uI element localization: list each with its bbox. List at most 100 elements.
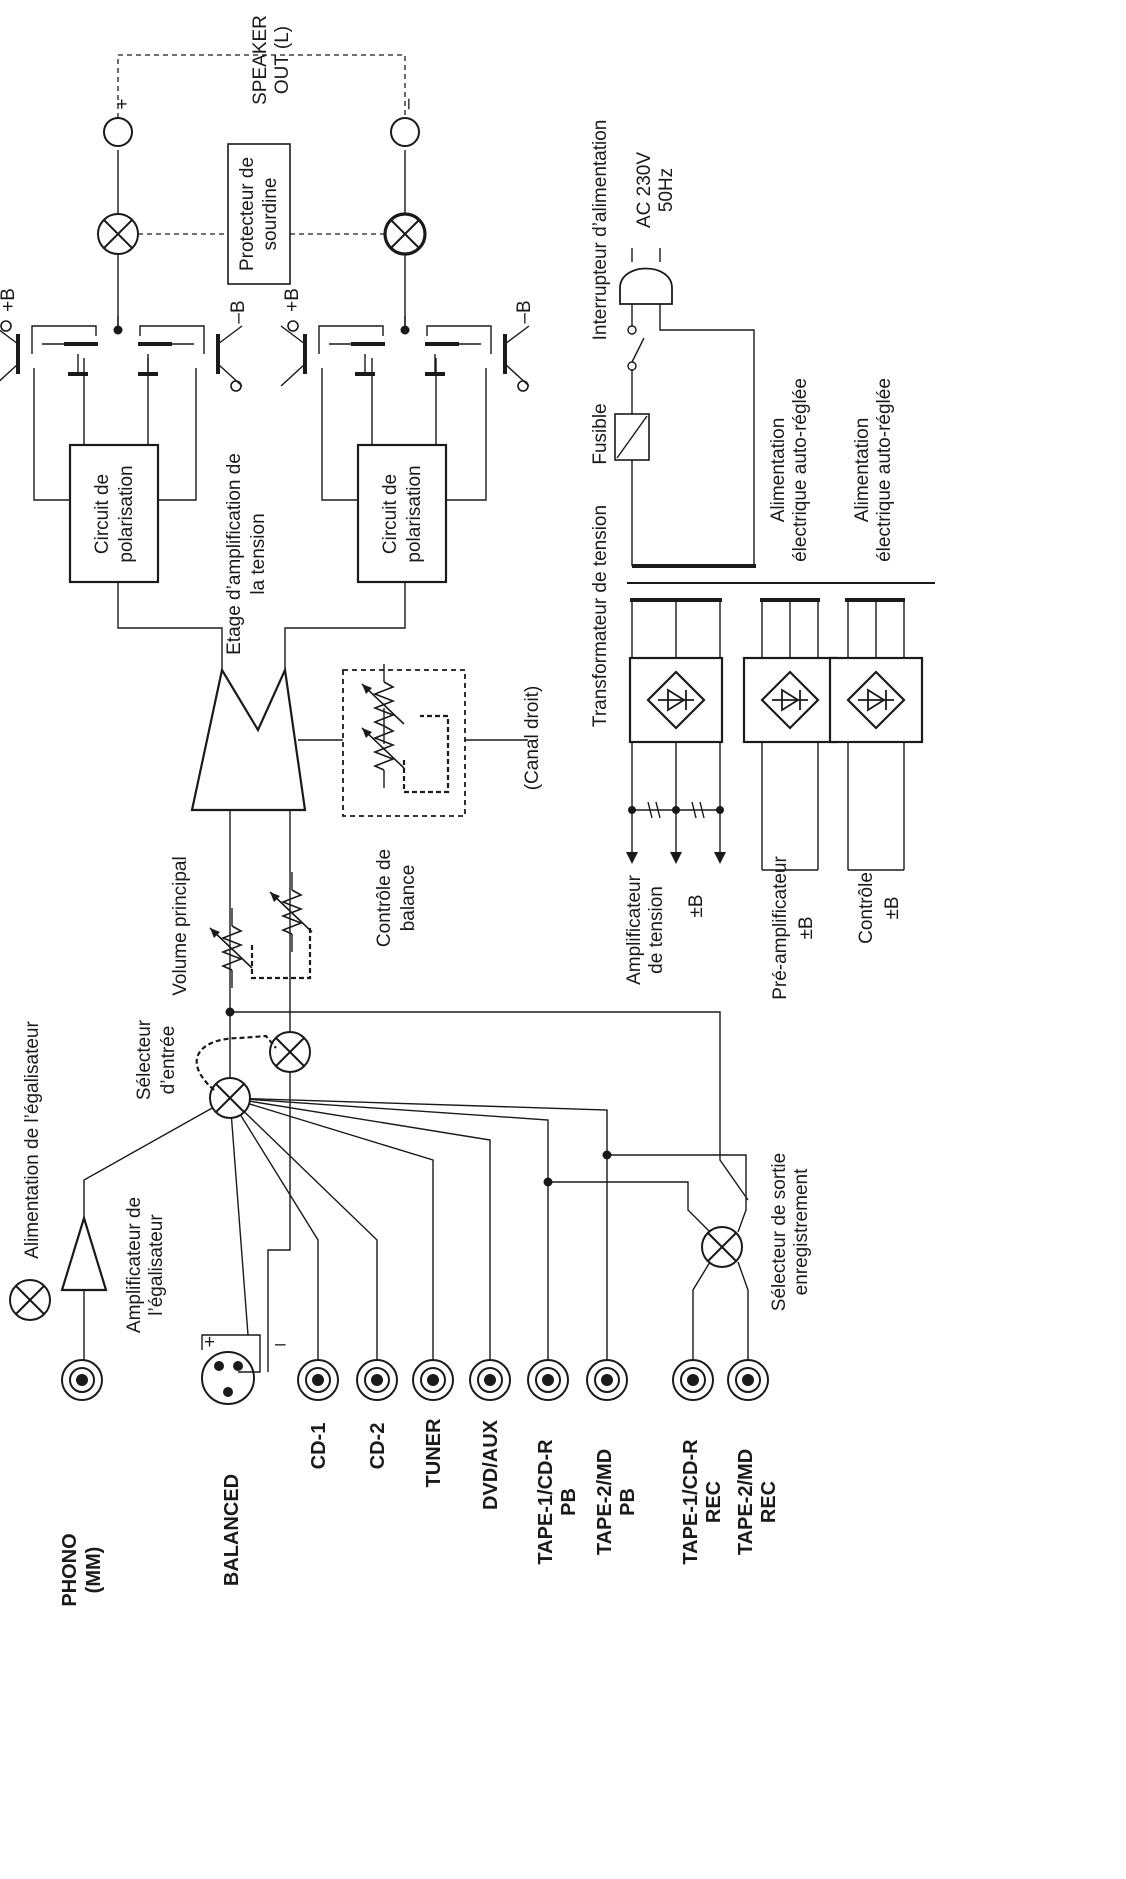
balanced-minus-label: – bbox=[275, 1334, 286, 1355]
tape1-pb-jack bbox=[527, 1359, 569, 1401]
speaker-out-label: SPEAKER OUT (L) bbox=[250, 15, 293, 105]
voltage-amp-stage-line2: la tension bbox=[248, 513, 269, 594]
eq-amp-label-line1: Amplificateur de bbox=[124, 1197, 145, 1333]
plus-b-terminal bbox=[287, 320, 299, 332]
balanced-selector-switch-icon bbox=[269, 1031, 311, 1073]
mute-protector-line1: Protecteur de bbox=[237, 157, 258, 271]
cd2-jack bbox=[356, 1359, 398, 1401]
phono-label-line2: (MM) bbox=[83, 1547, 105, 1594]
dvd-aux-jack bbox=[469, 1359, 511, 1401]
plus-b-label-upper: +B bbox=[0, 288, 19, 312]
rec-out-selector-label: Sélecteur de sortie enregistrement bbox=[769, 1153, 812, 1311]
balanced-xlr-connector bbox=[201, 1334, 261, 1405]
equalizer-amplifier bbox=[60, 1097, 231, 1360]
tape2-pb-jack bbox=[586, 1359, 628, 1401]
input-label-tuner: TUNER bbox=[423, 1418, 445, 1487]
bias-lower-line1: Circuit de bbox=[380, 474, 401, 554]
rec-out-selector-line1: Sélecteur de sortie bbox=[769, 1153, 790, 1311]
control-supply-label: Contrôle ±B bbox=[856, 872, 903, 944]
master-volume-pot-icon bbox=[209, 907, 253, 989]
cd1-jack bbox=[297, 1359, 339, 1401]
self-reg-1-line2: électrique auto-réglée bbox=[790, 378, 811, 562]
control-supply bbox=[828, 600, 924, 871]
mute-protector-label: Protecteur de sourdine bbox=[237, 157, 281, 271]
rec-selector-feed bbox=[230, 1011, 749, 1201]
phono-jack bbox=[61, 1359, 103, 1401]
phono-label-line1: PHONO bbox=[59, 1533, 81, 1606]
transformer-label: Transformateur de tension bbox=[590, 505, 611, 727]
preamp-supply-line2: ±B bbox=[796, 916, 817, 939]
speaker-plus-terminal bbox=[103, 117, 133, 147]
speaker-plus-label: + bbox=[112, 98, 133, 109]
tape2-rec-jack bbox=[727, 1359, 769, 1401]
input-label-tape1-rec: TAPE-1/CD-R REC bbox=[680, 1439, 725, 1565]
preamp-supply-label: Pré-amplificateur ±B bbox=[770, 856, 817, 1000]
voltage-amp-supply bbox=[626, 600, 726, 864]
control-supply-line2: ±B bbox=[882, 896, 903, 919]
balance-control-line1: Contrôle de bbox=[374, 849, 395, 947]
speaker-out-line2: OUT (L) bbox=[272, 26, 293, 94]
balance-control-box bbox=[342, 669, 466, 817]
input-label-cd1: CD-1 bbox=[308, 1423, 330, 1470]
eq-power-indicator-icon bbox=[9, 1279, 51, 1321]
self-regulated-label-1: Alimentation électrique auto-réglée bbox=[768, 378, 811, 562]
bias-circuit-lower bbox=[356, 443, 448, 584]
voltage-amp-supply-line1: Amplificateur bbox=[624, 874, 645, 984]
preamp-supply-line1: Pré-amplificateur bbox=[770, 856, 791, 1000]
speaker-out-line1: SPEAKER bbox=[250, 15, 271, 105]
mute-protector-box bbox=[227, 143, 291, 285]
tape2-rec-line2: REC bbox=[758, 1481, 780, 1523]
input-label-phono: PHONO (MM) bbox=[59, 1533, 105, 1606]
minus-b-label-upper: –B bbox=[228, 300, 249, 323]
voltage-amp-stage-label: Etage d’amplification de la tension bbox=[224, 453, 269, 655]
self-reg-1-line1: Alimentation bbox=[768, 418, 789, 523]
input-label-tape1-pb: TAPE-1/CD-R PB bbox=[535, 1439, 580, 1565]
input-selector-wiring bbox=[229, 810, 608, 1372]
power-plug-icon bbox=[619, 248, 673, 305]
ac-power-line1: AC 230V bbox=[634, 152, 655, 228]
speaker-minus-terminal bbox=[390, 117, 420, 147]
voltage-amp-supply-line3: ±B bbox=[686, 894, 707, 917]
right-channel-label: (Canal droit) bbox=[522, 686, 543, 791]
balance-gang-link bbox=[402, 714, 450, 794]
fuse-label: Fusible bbox=[590, 403, 611, 464]
mute-protector-line2: sourdine bbox=[260, 178, 281, 251]
eq-amp-label-line2: l’égalisateur bbox=[146, 1214, 167, 1316]
minus-b-terminal bbox=[517, 380, 529, 392]
volume-gang-link bbox=[250, 925, 312, 980]
tape1-pb-line2: PB bbox=[558, 1488, 580, 1516]
bias-lower-line2: polarisation bbox=[404, 465, 425, 562]
input-label-dvd-aux: DVD/AUX bbox=[480, 1419, 502, 1510]
input-selector-label-line2: d’entrée bbox=[158, 1026, 179, 1095]
power-switch-label: Interrupteur d’alimentation bbox=[590, 120, 611, 341]
input-label-cd2: CD-2 bbox=[367, 1423, 389, 1470]
bias-circuit-upper-label: Circuit de polarisation bbox=[92, 465, 137, 562]
minus-b-terminal bbox=[230, 380, 242, 392]
balance-control-label: Contrôle de balance bbox=[374, 849, 419, 947]
tape2-pb-line1: TAPE-2/MD bbox=[594, 1449, 616, 1555]
vas-to-bias-2 bbox=[284, 582, 406, 670]
balance-control-line2: balance bbox=[398, 865, 419, 932]
rec-out-selector-switch-icon bbox=[701, 1226, 743, 1268]
rec-out-selector-line2: enregistrement bbox=[791, 1168, 812, 1295]
plus-b-label-lower: +B bbox=[282, 288, 303, 312]
ac-power-line2: 50Hz bbox=[656, 168, 677, 212]
tape1-rec-line1: TAPE-1/CD-R bbox=[680, 1439, 702, 1565]
balance-pot-icon bbox=[361, 707, 405, 789]
bias-circuit-lower-label: Circuit de polarisation bbox=[380, 465, 425, 562]
input-selector-label: Sélecteur d’entrée bbox=[134, 1019, 179, 1100]
speaker-out-link bbox=[117, 54, 406, 118]
voltage-amp-supply-line2: de tension bbox=[646, 886, 667, 974]
tuner-jack bbox=[412, 1359, 454, 1401]
output-transistors-upper bbox=[0, 314, 244, 388]
selector-gang-link bbox=[195, 1034, 277, 1091]
input-label-balanced: BALANCED bbox=[221, 1474, 243, 1586]
tape1-rec-line2: REC bbox=[703, 1481, 725, 1523]
eq-amp-label: Amplificateur de l’égalisateur bbox=[124, 1197, 167, 1333]
input-label-tape2-pb: TAPE-2/MD PB bbox=[594, 1449, 639, 1555]
tape2-pb-line2: PB bbox=[617, 1488, 639, 1516]
minus-b-label-lower: –B bbox=[514, 300, 535, 323]
self-reg-2-line1: Alimentation bbox=[852, 418, 873, 523]
vas-to-bias-1 bbox=[117, 582, 223, 670]
